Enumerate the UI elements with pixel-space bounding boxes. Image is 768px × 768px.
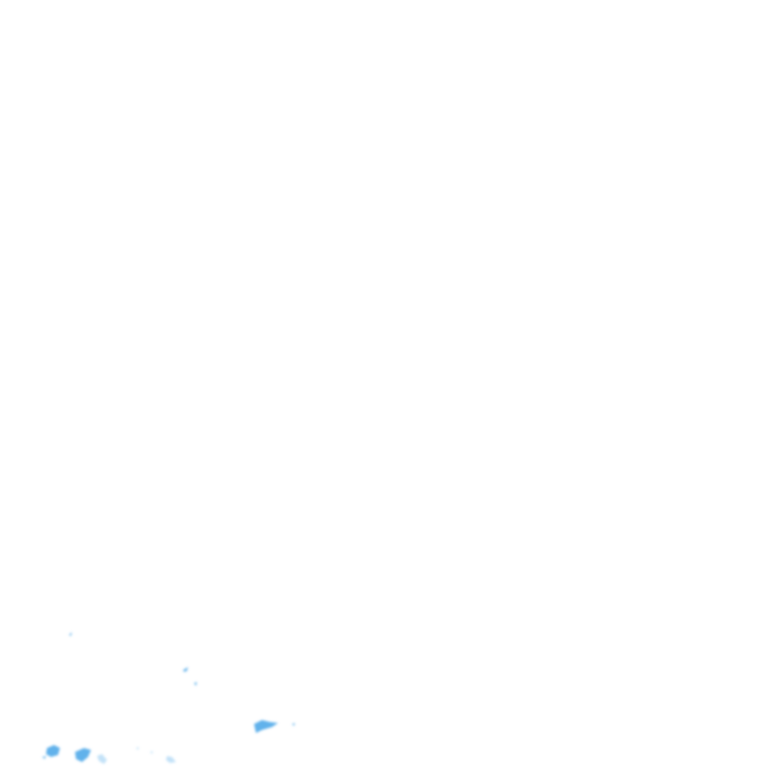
precipitation-echo <box>254 720 278 733</box>
precipitation-echo <box>166 756 176 763</box>
precipitation-echo <box>292 723 295 726</box>
precipitation-echo <box>42 756 46 759</box>
precipitation-echo <box>194 682 197 686</box>
precipitation-echo-layer <box>42 632 295 764</box>
precipitation-echo <box>136 747 139 750</box>
precipitation-echo <box>75 748 91 762</box>
precipitation-echo <box>150 751 153 754</box>
precipitation-echo <box>46 745 60 757</box>
precipitation-echo <box>97 754 107 764</box>
precipitation-echo <box>183 667 188 672</box>
precipitation-echo <box>69 632 72 636</box>
